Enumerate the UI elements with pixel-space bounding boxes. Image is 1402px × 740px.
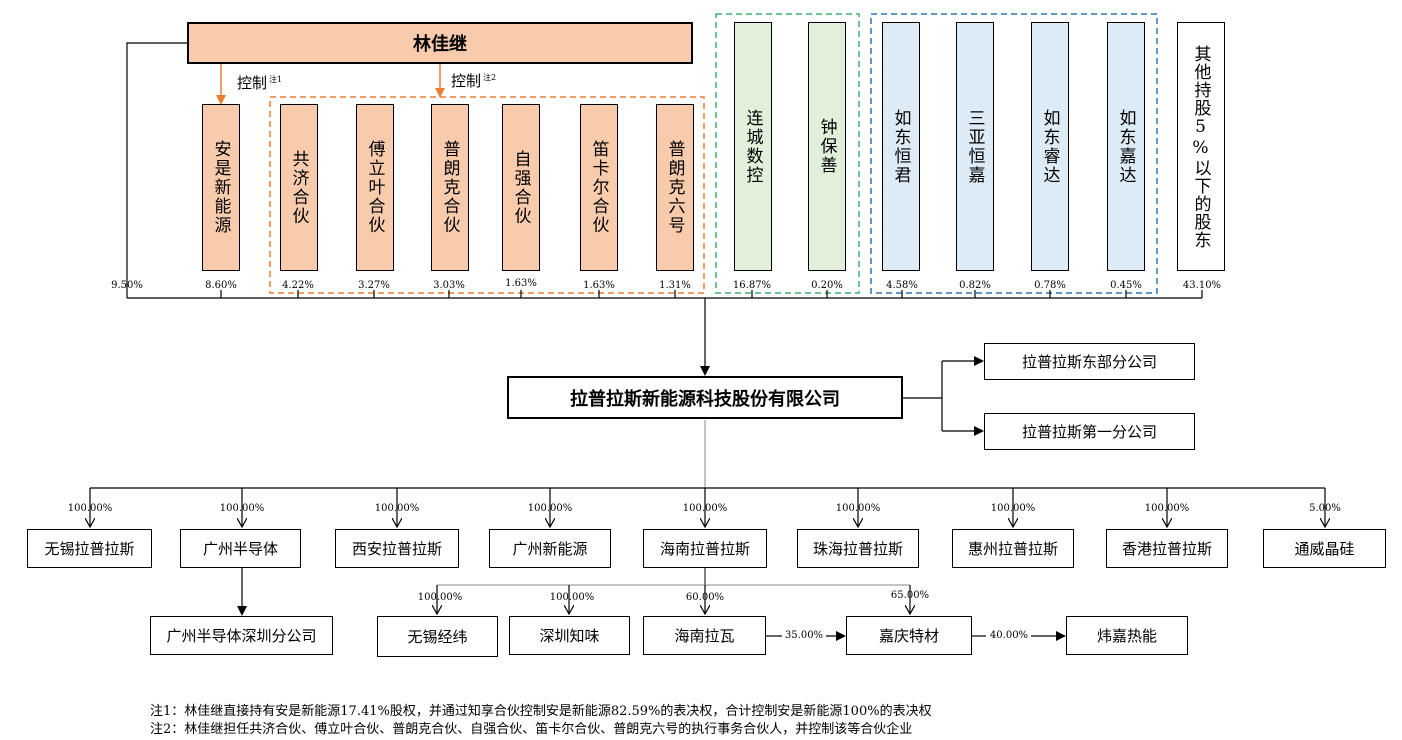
subsidiary-box: 无锡拉普拉斯: [27, 529, 152, 568]
subsidiary-box: 惠州拉普拉斯: [952, 529, 1074, 568]
pct-label: 16.87%: [732, 280, 772, 291]
shareholder-box: 三亚恒嘉: [956, 22, 994, 271]
pct-label: 8.60%: [205, 280, 237, 291]
main-company-name: 拉普拉斯新能源科技股份有限公司: [570, 388, 840, 410]
pct-label: 0.20%: [811, 280, 843, 291]
shareholder-box: 傅立叶合伙: [356, 104, 394, 271]
pct-label: 4.58%: [886, 280, 918, 291]
pct-label: 100.00%: [219, 503, 265, 514]
shareholder-box: 其他持股5%以下的股东: [1177, 22, 1225, 271]
control-label-2: 控制注2: [451, 72, 497, 90]
subsidiary-box: 广州新能源: [489, 529, 611, 568]
pct-label: 65.00%: [890, 590, 930, 601]
shareholder-box: 普朗克合伙: [431, 104, 469, 271]
pct-label: 3.03%: [433, 280, 465, 291]
footnote-2: 注2：林佳继担任共济合伙、傅立叶合伙、普朗克合伙、自强合伙、笛卡尔合伙、普朗克六…: [150, 722, 913, 737]
subsidiary-box: 珠海拉普拉斯: [797, 529, 919, 568]
subsidiary-box: 西安拉普拉斯: [335, 529, 459, 568]
pct-label: 5.00%: [1309, 503, 1341, 514]
shareholder-box: 共济合伙: [280, 104, 318, 271]
shareholder-box: 如东嘉达: [1107, 22, 1145, 271]
pct-label: 4.22%: [282, 280, 314, 291]
shareholder-box: 连城数控: [734, 22, 772, 271]
subsidiary-box: 香港拉普拉斯: [1106, 529, 1228, 568]
pct-label: 100.00%: [67, 503, 113, 514]
pct-label: 1.63%: [505, 278, 537, 289]
pct-label: 0.82%: [959, 280, 991, 291]
subsidiary-box: 通威晶硅: [1263, 529, 1386, 568]
pct-label: 3.27%: [358, 280, 390, 291]
pct-label: 40.00%: [989, 630, 1029, 641]
footnote-1: 注1：林佳继直接持有安是新能源17.41%股权，并通过知享合伙控制安是新能源82…: [150, 704, 932, 719]
pct-label: 60.00%: [685, 592, 725, 603]
pct-label: 100.00%: [990, 503, 1036, 514]
pct-label: 100.00%: [374, 503, 420, 514]
subsidiary-box: 海南拉普拉斯: [643, 529, 767, 568]
hainan-sub-box: 嘉庆特材: [846, 616, 972, 655]
pct-label: 9.50%: [111, 280, 143, 291]
shareholder-box: 如东恒君: [882, 22, 920, 271]
pct-label: 1.63%: [583, 280, 615, 291]
branch-box-east: 拉普拉斯东部分公司: [984, 343, 1195, 380]
pct-label: 100.00%: [835, 503, 881, 514]
shareholder-box: 笛卡尔合伙: [580, 104, 618, 271]
branch-box-first: 拉普拉斯第一分公司: [984, 413, 1195, 450]
top-controller-box: 林佳继: [187, 22, 693, 64]
shareholder-box: 自强合伙: [502, 104, 540, 271]
pct-label: 100.00%: [682, 503, 728, 514]
pct-label: 100.00%: [1144, 503, 1190, 514]
main-company-box: 拉普拉斯新能源科技股份有限公司: [507, 376, 903, 419]
pct-label: 100.00%: [527, 503, 573, 514]
pct-label: 1.31%: [659, 280, 691, 291]
pct-label: 100.00%: [417, 592, 463, 603]
weijia-box: 炜嘉热能: [1066, 616, 1188, 655]
hainan-sub-box: 深圳知味: [509, 616, 630, 655]
shareholder-box: 普朗克六号: [656, 104, 694, 271]
hainan-sub-box: 海南拉瓦: [643, 616, 766, 655]
shareholder-box: 如东睿达: [1031, 22, 1069, 271]
control-label-1: 控制注1: [237, 74, 283, 92]
pct-label: 0.78%: [1034, 280, 1066, 291]
pct-label: 100.00%: [549, 592, 595, 603]
green-group-frame: [715, 13, 860, 294]
shareholder-box: 钟保善: [808, 22, 846, 271]
blue-group-frame: [870, 13, 1158, 294]
subsidiary-box: 广州半导体: [180, 529, 301, 568]
pct-label: 35.00%: [784, 630, 824, 641]
shareholder-box: 安是新能源: [202, 104, 240, 271]
top-controller-name: 林佳继: [413, 34, 467, 55]
pct-label: 43.10%: [1182, 280, 1222, 291]
gz-shenzhen-branch-box: 广州半导体深圳分公司: [150, 616, 333, 655]
partnership-group-frame: [269, 96, 705, 294]
pct-label: 0.45%: [1110, 280, 1142, 291]
hainan-sub-box: 无锡经纬: [377, 616, 498, 657]
